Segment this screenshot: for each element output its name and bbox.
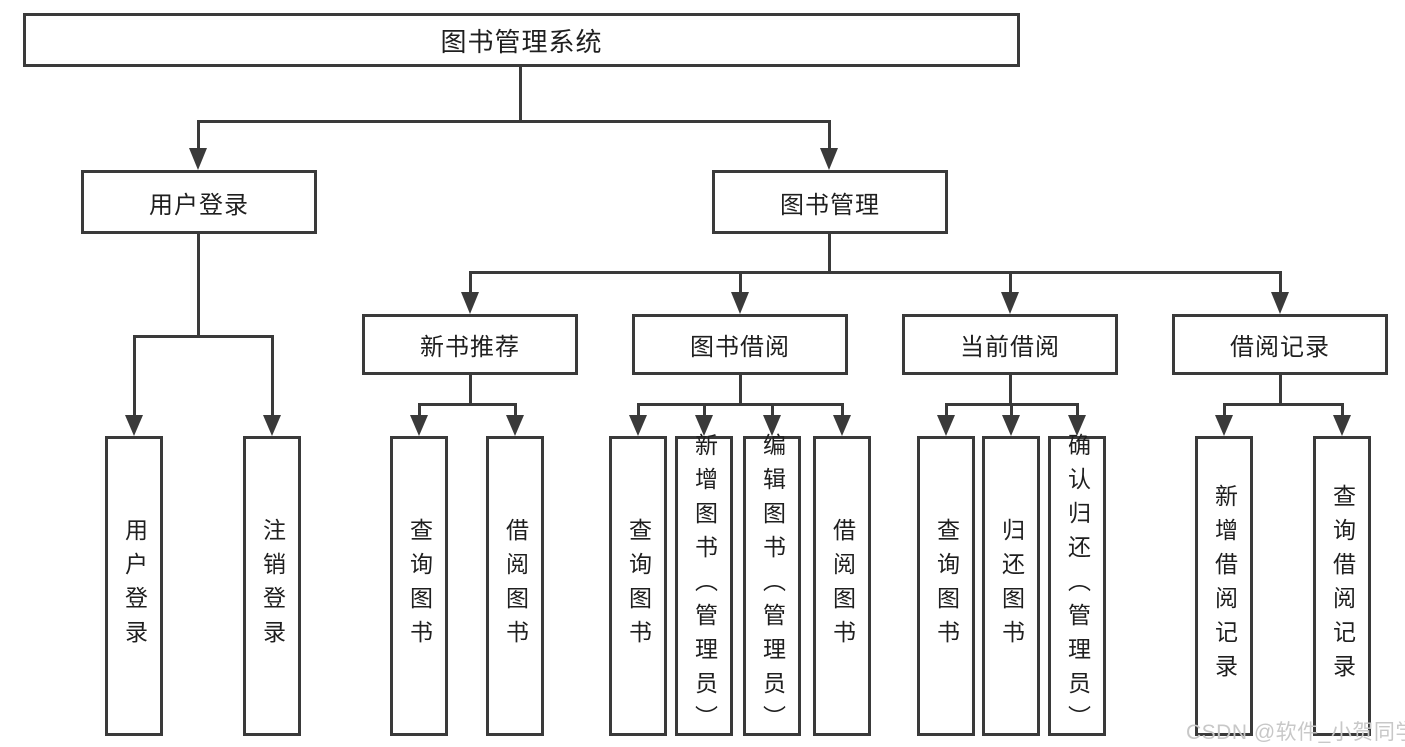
arrow-down-icon <box>820 148 838 170</box>
leaf-add-borrow-record: 新增借阅记录 <box>1195 436 1253 736</box>
node-new-book-recommendation: 新书推荐 <box>362 314 578 375</box>
leaf-query-books-current: 查询图书 <box>917 436 975 736</box>
connector-line <box>469 375 472 406</box>
connector-line <box>703 403 706 417</box>
connector-line <box>1010 403 1013 417</box>
connector-line <box>841 403 844 417</box>
connector-line <box>197 234 200 338</box>
connector-line <box>469 271 472 295</box>
node-label: 新增借阅记录 <box>1211 484 1238 688</box>
node-label: 查询图书 <box>625 518 652 654</box>
arrow-down-icon <box>1271 292 1289 314</box>
node-current-borrowing: 当前借阅 <box>902 314 1118 375</box>
node-book-borrowing: 图书借阅 <box>632 314 848 375</box>
connector-line <box>418 403 421 417</box>
arrow-down-icon <box>1215 415 1233 436</box>
node-label: 图书管理 <box>780 191 880 219</box>
connector-line <box>1223 403 1226 417</box>
node-label: 新增图书（管理员） <box>691 433 718 739</box>
connector-line <box>418 403 517 406</box>
node-label: 确认归还（管理员） <box>1064 433 1091 739</box>
connector-line <box>197 120 200 150</box>
leaf-user-login: 用户登录 <box>105 436 163 736</box>
leaf-edit-books-admin: 编辑图书（管理员） <box>743 433 801 739</box>
leaf-query-books-borrowing: 查询图书 <box>609 436 667 736</box>
arrow-down-icon <box>189 148 207 170</box>
node-label: 查询借阅记录 <box>1329 484 1356 688</box>
leaf-query-borrow-record: 查询借阅记录 <box>1313 436 1371 736</box>
arrow-down-icon <box>731 292 749 314</box>
connector-line <box>271 335 274 417</box>
node-label: 归还图书 <box>998 518 1025 654</box>
leaf-borrow-books: 借阅图书 <box>813 436 871 736</box>
connector-line <box>1341 403 1344 417</box>
connector-line <box>1279 375 1282 406</box>
arrow-down-icon <box>125 415 143 436</box>
connector-line <box>637 403 844 406</box>
node-label: 新书推荐 <box>420 334 520 361</box>
arrow-down-icon <box>461 292 479 314</box>
node-label: 当前借阅 <box>960 334 1060 361</box>
leaf-borrow-books-recommend: 借阅图书 <box>486 436 544 736</box>
connector-line <box>739 375 742 406</box>
arrow-down-icon <box>1333 415 1351 436</box>
arrow-down-icon <box>695 415 713 436</box>
node-label: 查询图书 <box>406 518 433 654</box>
node-label: 借阅图书 <box>502 518 529 654</box>
node-label: 查询图书 <box>933 518 960 654</box>
connector-line <box>1009 375 1012 406</box>
watermark: CSDN @软件_小贺同学 <box>1186 721 1405 744</box>
arrow-down-icon <box>763 415 781 436</box>
connector-line <box>828 234 831 274</box>
node-label: 借阅图书 <box>829 518 856 654</box>
connector-line <box>133 335 136 417</box>
node-label: 编辑图书（管理员） <box>759 433 786 739</box>
connector-line <box>1223 403 1344 406</box>
leaf-add-books-admin: 新增图书（管理员） <box>675 433 733 739</box>
node-library-system: 图书管理系统 <box>23 13 1020 67</box>
leaf-logout-login: 注销登录 <box>243 436 301 736</box>
arrow-down-icon <box>1002 415 1020 436</box>
leaf-return-books: 归还图书 <box>982 436 1040 736</box>
arrow-down-icon <box>1068 415 1086 436</box>
connector-line <box>828 120 831 150</box>
arrow-down-icon <box>263 415 281 436</box>
node-label: 用户登录 <box>121 518 148 654</box>
connector-line <box>945 403 948 417</box>
node-user-login: 用户登录 <box>81 170 317 234</box>
connector-line <box>1279 271 1282 295</box>
arrow-down-icon <box>410 415 428 436</box>
arrow-down-icon <box>1001 292 1019 314</box>
connector-line <box>739 271 742 295</box>
connector-line <box>133 335 274 338</box>
leaf-query-books-recommend: 查询图书 <box>390 436 448 736</box>
node-book-management: 图书管理 <box>712 170 948 234</box>
connector-line <box>469 271 1282 274</box>
connector-line <box>1076 403 1079 417</box>
node-label: 借阅记录 <box>1230 334 1330 361</box>
node-label: 图书借阅 <box>690 334 790 361</box>
node-label: 注销登录 <box>259 518 286 654</box>
node-label: 用户登录 <box>149 191 249 219</box>
node-borrowing-records: 借阅记录 <box>1172 314 1388 375</box>
arrow-down-icon <box>833 415 851 436</box>
connector-line <box>519 67 522 120</box>
connector-line <box>514 403 517 417</box>
node-label: 图书管理系统 <box>440 26 603 57</box>
connector-line <box>771 403 774 417</box>
arrow-down-icon <box>937 415 955 436</box>
connector-line <box>1009 271 1012 295</box>
connector-line <box>197 120 831 123</box>
connector-line <box>637 403 640 417</box>
arrow-down-icon <box>629 415 647 436</box>
leaf-confirm-return-admin: 确认归还（管理员） <box>1048 433 1106 739</box>
arrow-down-icon <box>506 415 524 436</box>
